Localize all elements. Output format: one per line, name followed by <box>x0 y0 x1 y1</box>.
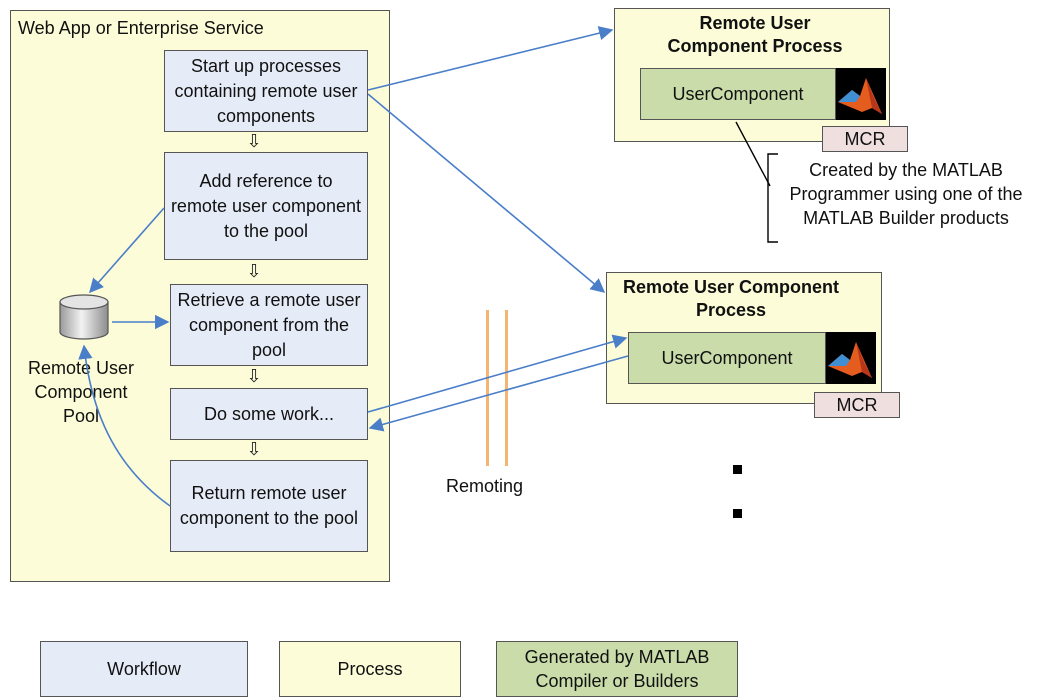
workflow-step-return: Return remote user component to the pool <box>170 460 368 552</box>
user-component-1: UserComponent <box>640 68 836 120</box>
callout-note: Created by the MATLAB Programmer using o… <box>789 160 1023 228</box>
arrow-start-to-process-2 <box>367 93 606 293</box>
legend-process-label: Process <box>337 658 403 679</box>
web-app-title: Web App or Enterprise Service <box>18 18 264 38</box>
continuation-dot <box>733 509 742 518</box>
workflow-step-add-reference: Add reference to remote user component t… <box>164 152 368 260</box>
continuation-dot <box>733 465 742 474</box>
callout-bracket <box>767 153 778 243</box>
down-arrow-icon: ⇩ <box>246 366 262 386</box>
workflow-step-start: Start up processes containing remote use… <box>164 50 368 132</box>
down-arrow-icon: ⇩ <box>246 261 262 281</box>
user-component-2: UserComponent <box>628 332 826 384</box>
arrow-start-to-process-1 <box>367 26 614 91</box>
mcr-badge-2: MCR <box>814 392 900 418</box>
remote-process-2-title: Remote User Component Process <box>622 277 840 320</box>
legend-generated: Generated by MATLAB Compiler or Builders <box>496 641 738 697</box>
legend-workflow: Workflow <box>40 641 248 697</box>
arrow-work-to-process-2 <box>367 334 628 413</box>
down-arrow-icon: ⇩ <box>246 439 262 459</box>
workflow-step-retrieve: Retrieve a remote user component from th… <box>170 284 368 366</box>
remote-process-1-title: Remote User Component Process <box>667 13 843 56</box>
remoting-label: Remoting <box>446 476 524 496</box>
matlab-logo-icon <box>826 332 876 384</box>
remoting-line-left <box>486 310 489 466</box>
legend-process: Process <box>279 641 461 697</box>
workflow-step-do-work: Do some work... <box>170 388 368 440</box>
arrow-process-2-to-work <box>368 355 629 432</box>
pool-label: Remote User Component Pool <box>27 358 135 426</box>
down-arrow-icon: ⇩ <box>246 131 262 151</box>
remoting-line-right <box>505 310 508 466</box>
database-icon <box>59 294 109 340</box>
mcr-badge-1: MCR <box>822 126 908 152</box>
matlab-logo-icon <box>836 68 886 120</box>
